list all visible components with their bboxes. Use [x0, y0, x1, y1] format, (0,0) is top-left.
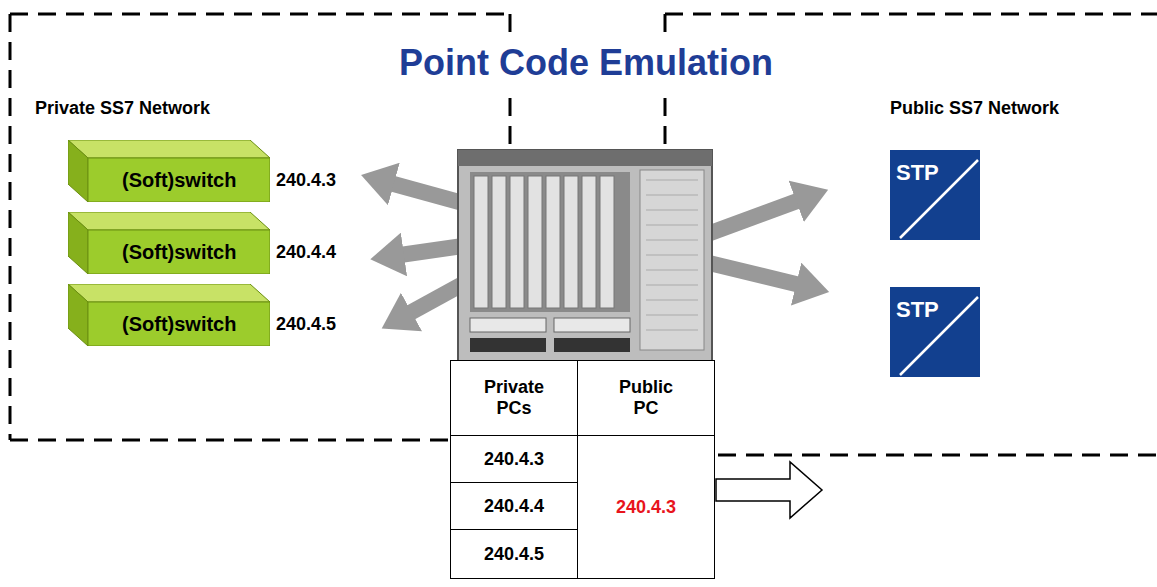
softswitch-box: (Soft)switch240.4.3 — [68, 140, 270, 202]
table-cell-box: Private PCs — [450, 360, 578, 436]
table-cell: 240.4.3 — [616, 497, 676, 518]
table-cell: 240.4.3 — [484, 449, 544, 470]
table-header: Public PC — [612, 377, 680, 418]
softswitch-box: (Soft)switch240.4.4 — [68, 212, 270, 274]
point-code: 240.4.4 — [276, 242, 336, 263]
network-heading: Private SS7 Network — [35, 98, 210, 119]
point-code: 240.4.3 — [276, 170, 336, 191]
switch-label: (Soft)switch — [122, 313, 236, 336]
table-header: Private PCs — [473, 377, 555, 418]
stp-label: STP — [896, 160, 939, 186]
dashed-boundary — [10, 14, 1157, 455]
stp-node: STP — [890, 150, 980, 240]
table-cell-box: 240.4.3 — [577, 435, 715, 579]
diagram-title: Point Code Emulation — [399, 42, 773, 84]
table-cell-box: Public PC — [577, 360, 715, 436]
table-cell: 240.4.5 — [484, 544, 544, 565]
table-cell: 240.4.4 — [484, 496, 544, 517]
point-code: 240.4.5 — [276, 314, 336, 335]
chassis — [458, 150, 712, 362]
table-cell-box: 240.4.4 — [450, 482, 578, 530]
switch-label: (Soft)switch — [122, 241, 236, 264]
stp-label: STP — [896, 297, 939, 323]
softswitch-box: (Soft)switch240.4.5 — [68, 284, 270, 346]
hollow-arrow — [716, 462, 822, 518]
stp-node: STP — [890, 287, 980, 377]
network-heading: Public SS7 Network — [890, 98, 1059, 119]
table-cell-box: 240.4.3 — [450, 435, 578, 483]
table-cell-box: 240.4.5 — [450, 529, 578, 579]
switch-label: (Soft)switch — [122, 169, 236, 192]
